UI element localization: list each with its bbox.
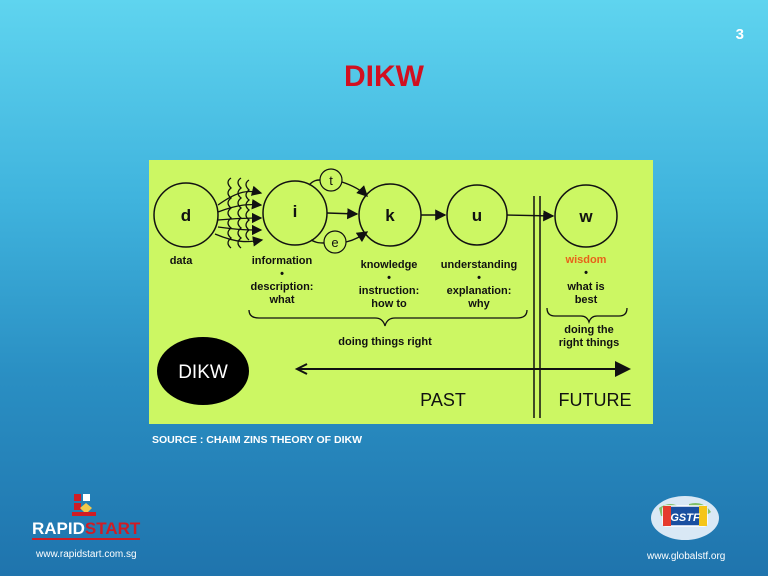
label-understanding-desc2: why: [467, 298, 490, 310]
slide-number: 3: [735, 26, 744, 43]
rapidstart-logo: RAPIDSTART: [28, 490, 148, 546]
doing-right-things-brace: [546, 307, 628, 325]
gstf-url[interactable]: www.globalstf.org: [647, 551, 726, 562]
gstf-logo: GSTF: [645, 494, 725, 546]
label-knowledge-desc2: how to: [371, 298, 407, 310]
gstf-wordmark: GSTF: [670, 512, 700, 524]
label-future: FUTURE: [559, 390, 632, 410]
label-knowledge-desc1: instruction:: [359, 285, 420, 297]
rapidstart-underline: [32, 538, 140, 540]
bullet-understanding: •: [477, 272, 481, 284]
node-k: k: [385, 206, 395, 225]
rapidstart-wordmark: RAPIDSTART: [32, 519, 141, 538]
dikw-badge: [157, 337, 249, 405]
data-to-information-braces: [214, 177, 264, 249]
doing-things-right-brace: [248, 309, 528, 327]
node-t: t: [329, 173, 333, 188]
node-u: u: [472, 206, 482, 225]
label-understanding: understanding: [441, 259, 517, 271]
timeline-arrow-left-head: [294, 363, 308, 375]
source-note: SOURCE : CHAIM ZINS THEORY OF DIKW: [152, 434, 362, 446]
label-wisdom: wisdom: [565, 254, 607, 266]
bullet-information: •: [280, 268, 284, 280]
label-wisdom-desc2: best: [575, 294, 598, 306]
node-d: d: [181, 206, 191, 225]
flow-arrows: [308, 179, 555, 244]
label-understanding-desc1: explanation:: [447, 285, 512, 297]
label-data: data: [170, 255, 194, 267]
label-doing-right-things1: doing the: [564, 324, 614, 336]
dikw-badge-label: DIKW: [178, 362, 228, 383]
node-i: i: [293, 202, 298, 221]
rapidstart-url[interactable]: www.rapidstart.com.sg: [36, 549, 137, 560]
rapidstart-mark-icon: [72, 494, 96, 516]
label-information: information: [252, 255, 313, 267]
label-past: PAST: [420, 390, 466, 410]
bullet-wisdom: •: [584, 267, 588, 279]
dikw-diagram: d i k u w t e data information • descrip…: [149, 160, 653, 424]
slide-title: DIKW: [344, 60, 424, 93]
label-wisdom-desc1: what is: [566, 281, 604, 293]
node-e: e: [331, 235, 338, 250]
label-information-desc1: description:: [251, 281, 314, 293]
label-knowledge: knowledge: [361, 259, 418, 271]
data-circle: [153, 182, 219, 248]
label-information-desc2: what: [268, 294, 294, 306]
label-doing-right-things2: right things: [559, 337, 620, 349]
node-w: w: [578, 207, 593, 226]
bullet-knowledge: •: [387, 272, 391, 284]
wisdom-circle: [554, 184, 618, 248]
label-doing-things-right: doing things right: [338, 336, 432, 348]
